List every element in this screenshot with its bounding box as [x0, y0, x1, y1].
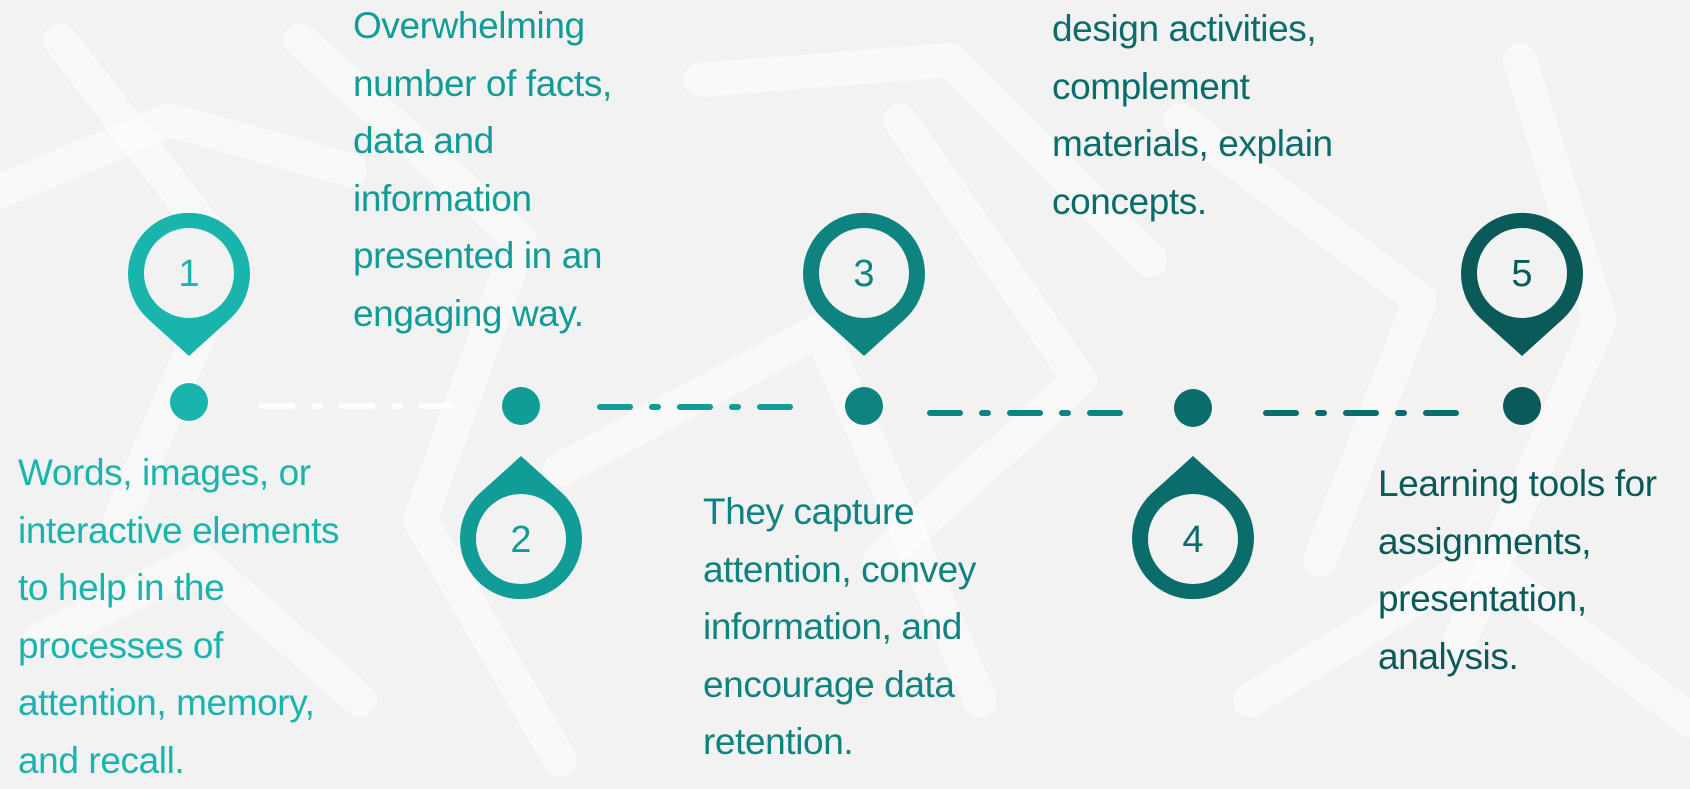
- step-3-number: 3: [853, 253, 874, 295]
- step-1-number: 1: [178, 253, 199, 295]
- step-1-pin-hole: [144, 228, 234, 318]
- step-2-number: 2: [510, 519, 531, 561]
- step-3-pin-hole: [819, 228, 909, 318]
- step-1-description: Words, images, or interactive elements t…: [18, 452, 340, 781]
- step-4-pin-hole: [1148, 494, 1238, 584]
- step-2-pin-hole: [476, 494, 566, 584]
- step-3-description: They capture attention, convey informati…: [703, 491, 976, 762]
- step-4-number: 4: [1182, 519, 1203, 561]
- step-3-dot: [845, 387, 883, 425]
- step-5-number: 5: [1511, 253, 1532, 295]
- step-2-description: Overwhelming number of facts, data and i…: [353, 5, 612, 334]
- step-1: 1: [127, 212, 251, 421]
- step-5-dot: [1503, 387, 1541, 425]
- step-5-pin-hole: [1477, 228, 1567, 318]
- step-2: 2: [459, 387, 583, 600]
- step-5: 5: [1460, 212, 1583, 425]
- step-3: 3: [802, 212, 925, 425]
- step-4: 4: [1132, 389, 1254, 600]
- step-4-dot: [1174, 389, 1212, 427]
- step-5-description: Learning tools for assignments, presenta…: [1378, 463, 1657, 677]
- step-1-dot: [170, 383, 208, 421]
- step-4-description: design activities, complement materials,…: [1052, 8, 1333, 222]
- step-2-dot: [502, 387, 540, 425]
